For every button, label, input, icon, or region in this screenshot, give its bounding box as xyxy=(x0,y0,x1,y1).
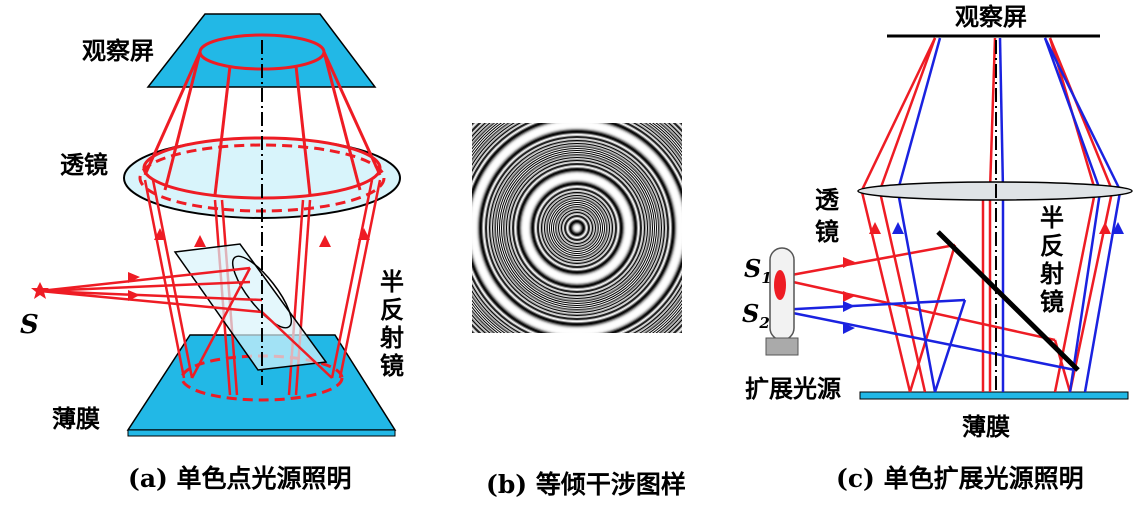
extended-source-label: 扩展光源 xyxy=(745,375,841,403)
caption-c: (c) 单色扩展光源照明 xyxy=(836,464,1084,493)
panel-a: 观察屏 透镜 薄膜 S 半 反 射 镜 (a) 单色点光源照明 xyxy=(20,13,404,493)
mirror-char-c-1: 半 xyxy=(1040,204,1064,232)
caption-a: (a) 单色点光源照明 xyxy=(128,464,352,493)
blue-rays-c xyxy=(777,37,1122,393)
mirror-char-a-3: 射 xyxy=(379,324,404,352)
interference-ring xyxy=(576,227,578,229)
half-mirror-c xyxy=(936,230,1080,372)
rays-source-a xyxy=(39,266,333,379)
ray-arrows-a xyxy=(154,228,370,247)
mirror-char-a-1: 半 xyxy=(380,268,404,296)
ray-arrows-c xyxy=(843,222,1124,334)
lamp-glow xyxy=(774,270,786,300)
interference-rings xyxy=(472,123,682,333)
mirror-char-a-2: 反 xyxy=(380,296,404,324)
film-label-a: 薄膜 xyxy=(52,405,100,433)
lens-char-c-2: 镜 xyxy=(815,218,839,246)
thin-film-c xyxy=(859,391,1129,400)
mirror-char-c-3: 射 xyxy=(1039,260,1064,288)
mirror-char-c-4: 镜 xyxy=(1040,288,1064,316)
s2-label: S2 xyxy=(742,299,770,332)
thin-film-a-base xyxy=(127,429,396,437)
interference-pattern xyxy=(472,123,682,333)
rays-screen-lens-a xyxy=(143,51,382,196)
screen-label-a: 观察屏 xyxy=(82,37,154,65)
source-label-a: S xyxy=(20,310,39,340)
half-mirror-a xyxy=(173,243,328,371)
screen-label-c: 观察屏 xyxy=(955,3,1027,31)
mirror-char-c-2: 反 xyxy=(1040,232,1064,260)
s1-label: S1 xyxy=(744,254,772,287)
source-arrows-a xyxy=(128,272,140,301)
panel-b: (b) 等倾干涉图样 xyxy=(472,123,686,499)
panel-c: 观察屏 透 镜 半 反 射 镜 S1 S2 扩展光源 薄膜 (c) 单色扩展光源… xyxy=(742,3,1133,493)
film-label-c: 薄膜 xyxy=(962,413,1010,441)
lamp-base xyxy=(765,337,799,356)
lens-label-a: 透镜 xyxy=(60,151,108,179)
mirror-char-a-4: 镜 xyxy=(380,352,404,380)
caption-b: (b) 等倾干涉图样 xyxy=(486,470,686,499)
point-source-star xyxy=(31,282,49,299)
lens-char-c-1: 透 xyxy=(815,186,840,214)
